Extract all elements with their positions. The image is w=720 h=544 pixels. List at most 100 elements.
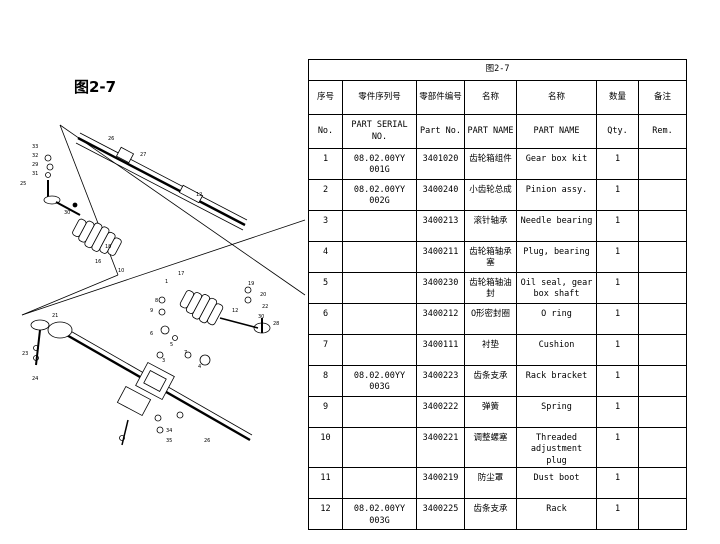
cell-part-no: 3400223 bbox=[416, 365, 465, 397]
frame-line bbox=[59, 124, 306, 296]
frame-line bbox=[21, 219, 306, 316]
svg-text:33: 33 bbox=[32, 144, 38, 150]
cell-rem bbox=[637, 179, 688, 211]
cell-no: 6 bbox=[308, 303, 343, 335]
cell-serial bbox=[342, 241, 417, 273]
cell-serial bbox=[342, 426, 417, 469]
cell-part-no: 3400111 bbox=[416, 334, 465, 366]
cell-rem bbox=[637, 426, 688, 469]
header-cell: 名称 bbox=[516, 80, 597, 115]
cell-qty: 1 bbox=[596, 241, 639, 273]
svg-text:30: 30 bbox=[258, 314, 264, 320]
cell-qty: 1 bbox=[596, 365, 639, 397]
cell-serial bbox=[342, 396, 417, 428]
parts-table: 图2-7 序号 零件序列号 零部件编号 名称 名称 数量 备注 No. PART… bbox=[307, 59, 688, 531]
cell-name-en: Spring bbox=[516, 396, 597, 428]
upper-rack-assembly bbox=[43, 132, 248, 256]
header-cell: 零件序列号 bbox=[342, 80, 417, 115]
cell-no: 4 bbox=[308, 241, 343, 273]
cell-name-en: Oil seal, gear box shaft bbox=[516, 272, 597, 304]
frame-line bbox=[21, 274, 119, 316]
cell-rem bbox=[637, 334, 688, 366]
cell-rem bbox=[637, 365, 688, 397]
cell-rem bbox=[637, 467, 688, 500]
svg-text:18: 18 bbox=[105, 244, 111, 250]
cell-no: 9 bbox=[308, 396, 343, 428]
header-cell: PART SERIAL NO. bbox=[342, 114, 417, 149]
cell-serial bbox=[342, 210, 417, 242]
cell-qty: 1 bbox=[596, 467, 639, 500]
svg-text:9: 9 bbox=[150, 308, 153, 314]
cell-name-en: Pinion assy. bbox=[516, 179, 597, 211]
cell-part-no: 3400221 bbox=[416, 426, 465, 469]
cell-qty: 1 bbox=[596, 179, 639, 211]
cell-name-cn: 齿轮箱轴承塞 bbox=[464, 241, 517, 273]
cell-rem bbox=[637, 148, 688, 180]
cell-part-no: 3400212 bbox=[416, 303, 465, 335]
svg-text:5: 5 bbox=[170, 342, 173, 348]
svg-text:1: 1 bbox=[165, 279, 168, 285]
svg-text:21: 21 bbox=[52, 313, 58, 319]
svg-text:31: 31 bbox=[32, 171, 38, 177]
cell-serial: 08.02.00YY 002G bbox=[342, 179, 417, 211]
header-cell: 名称 bbox=[464, 80, 517, 115]
svg-text:23: 23 bbox=[22, 351, 28, 357]
cell-serial bbox=[342, 467, 417, 500]
cell-no: 10 bbox=[308, 426, 343, 469]
cell-serial bbox=[342, 334, 417, 366]
svg-text:12: 12 bbox=[232, 308, 238, 314]
cell-name-cn: O形密封圈 bbox=[464, 303, 517, 335]
cell-no: 11 bbox=[308, 467, 343, 500]
cell-part-no: 3400225 bbox=[416, 498, 465, 531]
cell-no: 7 bbox=[308, 334, 343, 366]
cell-name-cn: 防尘罩 bbox=[464, 467, 517, 500]
svg-text:17: 17 bbox=[178, 271, 184, 277]
header-cell: Part No. bbox=[416, 114, 465, 149]
svg-text:25: 25 bbox=[20, 181, 26, 187]
cell-qty: 1 bbox=[596, 498, 639, 531]
cell-name-en: Gear box kit bbox=[516, 148, 597, 180]
cell-name-en: Threaded adjustment plug bbox=[516, 426, 597, 469]
svg-text:7: 7 bbox=[184, 350, 187, 356]
cell-name-cn: 弹簧 bbox=[464, 396, 517, 428]
cell-name-en: Needle bearing bbox=[516, 210, 597, 242]
cell-part-no: 3400240 bbox=[416, 179, 465, 211]
cell-name-cn: 小齿轮总成 bbox=[464, 179, 517, 211]
cell-no: 12 bbox=[308, 498, 343, 531]
cell-qty: 1 bbox=[596, 210, 639, 242]
cell-name-cn: 齿条支承 bbox=[464, 498, 517, 531]
cell-rem bbox=[637, 303, 688, 335]
cell-name-en: Plug, bearing bbox=[516, 241, 597, 273]
svg-text:20: 20 bbox=[260, 292, 266, 298]
cell-name-cn: 齿轮箱轴油封 bbox=[464, 272, 517, 304]
cell-part-no: 3400222 bbox=[416, 396, 465, 428]
cell-qty: 1 bbox=[596, 148, 639, 180]
svg-text:28: 28 bbox=[273, 321, 279, 327]
svg-text:24: 24 bbox=[32, 376, 38, 382]
svg-text:6: 6 bbox=[150, 331, 153, 337]
svg-text:32: 32 bbox=[32, 153, 38, 159]
cell-name-cn: 齿轮箱组件 bbox=[464, 148, 517, 180]
svg-text:10: 10 bbox=[118, 268, 124, 274]
svg-text:22: 22 bbox=[262, 304, 268, 310]
svg-text:3: 3 bbox=[162, 358, 165, 364]
cell-qty: 1 bbox=[596, 396, 639, 428]
cell-name-en: Cushion bbox=[516, 334, 597, 366]
figure-title: 图2-7 bbox=[74, 78, 117, 96]
cell-qty: 1 bbox=[596, 426, 639, 469]
table-caption: 图2-7 bbox=[307, 59, 688, 81]
svg-text:26: 26 bbox=[204, 438, 210, 444]
svg-text:30: 30 bbox=[64, 210, 70, 216]
cell-no: 3 bbox=[308, 210, 343, 242]
svg-text:16: 16 bbox=[95, 259, 101, 265]
svg-text:27: 27 bbox=[140, 152, 146, 158]
